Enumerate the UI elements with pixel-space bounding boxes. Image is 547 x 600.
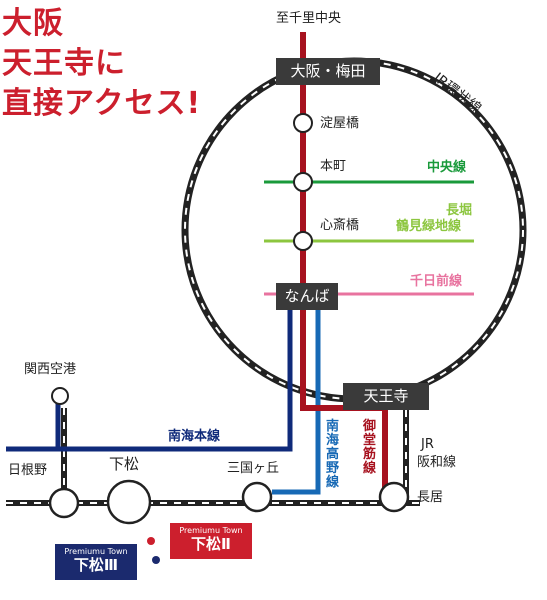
headline-line-1: 大阪 <box>2 6 64 41</box>
tag-shimomatsu-2: Premiumu Town 下松Ⅱ <box>170 523 252 559</box>
nankai-koya-line-track <box>272 310 321 495</box>
headline-line-2: 天王寺に <box>2 46 126 81</box>
label-mikunigaoka: 三国ヶ丘 <box>227 461 280 476</box>
station-shinsaibashi-marker <box>293 231 313 251</box>
tag-shimomatsu-3: Premiumu Town 下松Ⅲ <box>55 544 137 580</box>
label-top-destination: 至千里中央 <box>276 11 342 26</box>
nankai-main-line-track <box>6 310 293 452</box>
label-yodoyabashi: 淀屋橋 <box>320 116 360 131</box>
station-mikunigaoka-marker <box>241 481 273 513</box>
label-nankai-koya-line: 南海高野線 <box>325 419 339 490</box>
tag-shimomatsu-3-small: Premiumu Town <box>64 547 128 556</box>
label-shimomatsu: 下松 <box>109 455 140 473</box>
label-nagai: 長居 <box>417 490 444 505</box>
tag-shimomatsu-2-small: Premiumu Town <box>179 526 243 535</box>
label-nankai-main-line: 南海本線 <box>168 429 221 444</box>
tag-shimomatsu-3-name: 下松Ⅲ <box>73 556 119 574</box>
station-box-umeda: 大阪・梅田 <box>276 58 380 85</box>
station-nagai-marker <box>378 481 410 513</box>
label-shinsaibashi: 心斎橋 <box>320 218 360 233</box>
town2-dot <box>147 537 155 545</box>
tag-shimomatsu-2-name: 下松Ⅱ <box>191 535 231 553</box>
label-jr-hanwa-1: JR <box>421 437 434 452</box>
label-nagahori-line-2: 鶴見緑地線 <box>396 219 462 234</box>
label-midosuji-line: 御堂筋線 <box>362 419 376 476</box>
label-jr-hanwa-2: 阪和線 <box>417 455 457 470</box>
station-yodoyabashi-marker <box>293 113 313 133</box>
label-chuo-line: 中央線 <box>427 160 467 175</box>
headline-line-3: 直接アクセス! <box>2 86 202 121</box>
station-box-tennoji: 天王寺 <box>343 383 429 410</box>
station-box-namba: なんば <box>276 283 338 310</box>
jr-loop-ties <box>184 60 524 400</box>
label-kansai-airport: 関西空港 <box>24 362 77 377</box>
label-sennichimae-line: 千日前線 <box>410 274 463 289</box>
label-honmachi: 本町 <box>320 159 347 174</box>
station-shimomatsu-marker <box>106 479 152 525</box>
station-honmachi-marker <box>293 172 313 192</box>
station-kansai-airport-marker <box>51 387 69 405</box>
label-nagahori-line-1: 長堀 <box>446 203 473 218</box>
town3-dot <box>152 556 160 564</box>
label-hineno: 日根野 <box>8 463 48 478</box>
station-hineno-marker <box>48 487 80 519</box>
